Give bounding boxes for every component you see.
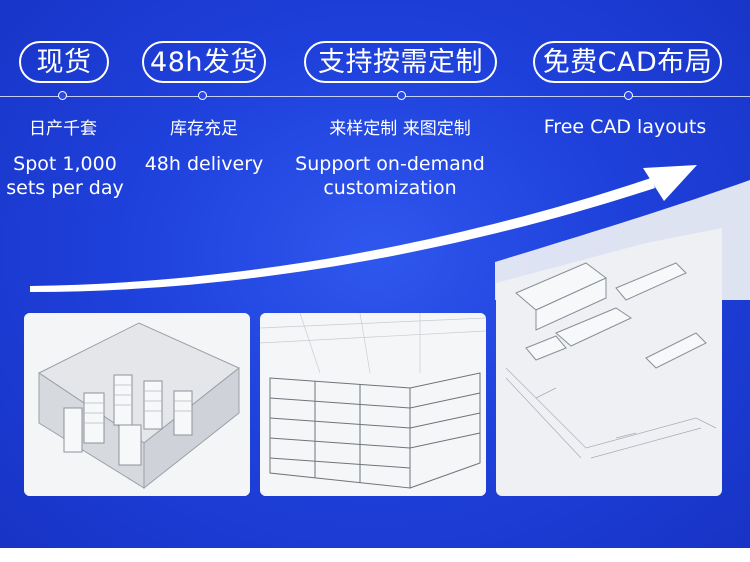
feature-en-customization-line1: Support on-demand [295, 153, 485, 175]
feature-en-delivery: 48h delivery [136, 152, 272, 176]
feature-en-spot: Spot 1,000 sets per day [0, 152, 130, 200]
feature-pill-spot: 现货 [19, 41, 109, 83]
feature-en-customization-line2: customization [323, 177, 457, 199]
feature-pill-delivery: 48h发货 [142, 41, 266, 83]
timeline-line [0, 96, 750, 97]
timeline-dot [198, 91, 207, 100]
feature-pill-cad: 免费CAD布局 [533, 41, 722, 83]
feature-en-cad-line1: Free CAD layouts [543, 116, 707, 138]
feature-en-spot-line1: Spot 1,000 [13, 153, 117, 175]
shelving-render-2 [260, 313, 486, 496]
feature-en-customization: Support on-demand customization [280, 152, 500, 200]
feature-pill-customization: 支持按需定制 [304, 41, 497, 83]
timeline-dot [58, 91, 67, 100]
timeline-dot [624, 91, 633, 100]
cad-layout-render-3 [496, 208, 722, 496]
feature-sub-spot: 日产千套 [29, 119, 97, 139]
feature-en-cad: Free CAD layouts [530, 115, 720, 139]
feature-en-spot-line2: sets per day [6, 177, 124, 199]
store-layout-render-1 [24, 313, 250, 496]
timeline-dot [397, 91, 406, 100]
bottom-margin [0, 548, 750, 562]
feature-sub-delivery: 库存充足 [170, 119, 238, 139]
feature-sub-customization: 来样定制 来图定制 [329, 119, 471, 139]
feature-en-delivery-line1: 48h delivery [144, 153, 264, 175]
